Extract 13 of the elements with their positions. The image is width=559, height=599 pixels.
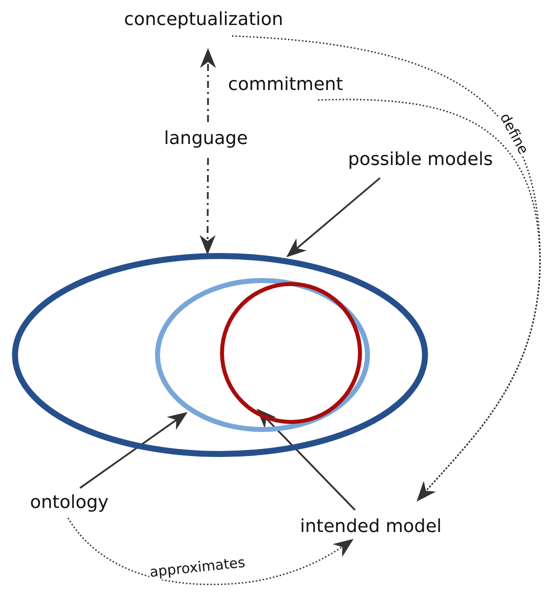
node-label: possible models (348, 149, 493, 171)
dotted-arrow (200, 48, 216, 122)
arrow (256, 408, 356, 511)
dotted-arrow (200, 158, 216, 255)
arrow (286, 177, 381, 258)
node-label: ontology (30, 492, 109, 514)
node-label: language (164, 128, 248, 150)
dotted-arrow (318, 98, 541, 502)
node-label: intended model (300, 516, 442, 538)
node-label: commitment (228, 74, 344, 96)
node-label: conceptualization (124, 9, 284, 31)
dotted-arrow (67, 518, 354, 586)
arrow (79, 412, 188, 489)
